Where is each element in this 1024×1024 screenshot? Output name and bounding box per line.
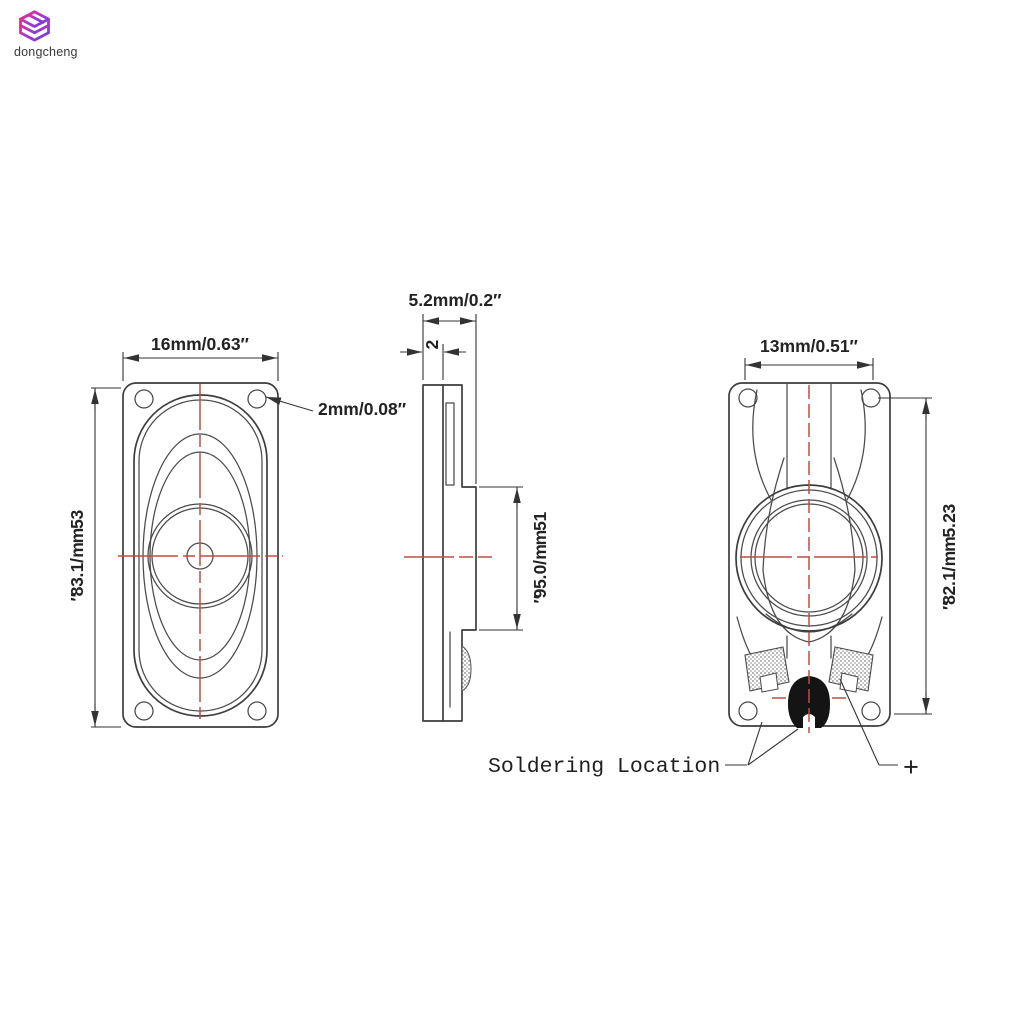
back-terminal-pad-left (744, 646, 790, 692)
soldering-location-label: Soldering Location (488, 755, 720, 779)
front-width-dim-label: 16mm/0.63″ (151, 334, 250, 354)
back-corner-hole-bl (738, 701, 758, 721)
back-view-drawing (725, 358, 932, 766)
front-corner-hole-bl (134, 701, 154, 721)
front-corner-hole-tr (247, 389, 267, 409)
brand-logo-icon (19, 10, 50, 42)
side-flange-dim-label: 2 (422, 340, 442, 350)
front-view-drawing (91, 352, 314, 728)
back-corner-hole-tr (861, 388, 881, 408)
side-depth-dim-label: 5.2mm/0.2″ (408, 290, 502, 310)
back-width-dim-label: 13mm/0.51″ (760, 336, 859, 356)
brand-name: dongcheng (14, 45, 78, 59)
front-hole-dim-label: 2mm/0.08″ (318, 399, 407, 419)
front-corner-hole-tl (134, 389, 154, 409)
front-corner-hole-br (247, 701, 267, 721)
back-corner-hole-br (861, 701, 881, 721)
side-solder-bump (461, 645, 472, 692)
back-corner-hole-tl (738, 388, 758, 408)
side-view-drawing (400, 314, 523, 722)
polarity-plus-label: + (903, 755, 919, 785)
